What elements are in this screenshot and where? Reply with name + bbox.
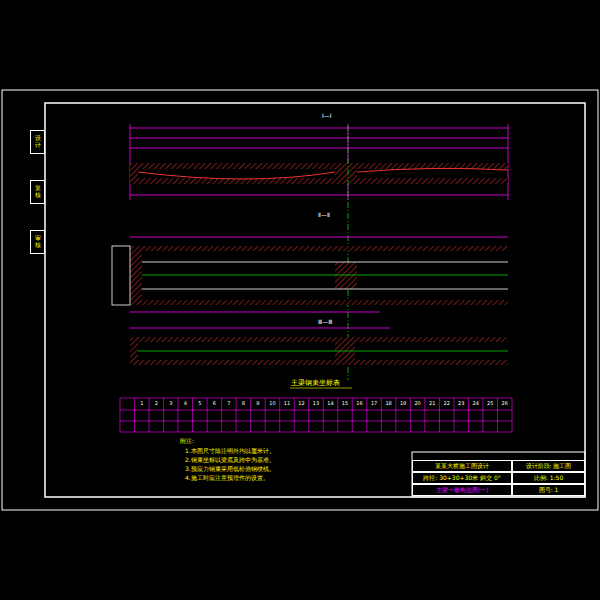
- section-title: Ⅰ—Ⅰ: [322, 113, 332, 119]
- signature-cell: 复核: [30, 180, 45, 204]
- table-rule: [221, 398, 222, 432]
- table-rule: [207, 398, 208, 432]
- table-cell: 21: [429, 401, 435, 406]
- table-cell: 9: [256, 401, 259, 406]
- table-rule: [308, 398, 309, 432]
- note-text: 4.施工时应注意预埋件的设置。: [185, 475, 269, 481]
- note-text: 3.预应力钢束采用低松弛钢绞线。: [185, 466, 275, 472]
- cell-text: 跨径: 30+30+30米 斜交 0°: [423, 475, 501, 482]
- table-rule: [250, 398, 251, 432]
- table-cell: 11: [284, 401, 290, 406]
- table-cell: 18: [385, 401, 391, 406]
- table-rule: [192, 398, 193, 432]
- signature-cell: 审核: [30, 230, 45, 254]
- cell-text: 审核: [35, 235, 41, 248]
- title-block-cell: 某某大桥施工图设计: [412, 460, 512, 472]
- cell-text: 某某大桥施工图设计: [435, 463, 489, 470]
- table-rule: [352, 398, 353, 432]
- table-cell: 10: [269, 401, 275, 406]
- table-cell: 14: [327, 401, 333, 406]
- table-rule: [468, 398, 469, 432]
- signature-cell: 设计: [30, 130, 45, 154]
- table-rule: [497, 398, 498, 432]
- section-title: Ⅱ—Ⅱ: [318, 212, 330, 218]
- cell-text: 主梁一般构造图(一): [436, 487, 489, 494]
- title-block-cell: 图号: 1: [512, 484, 585, 496]
- table-rule: [236, 398, 237, 432]
- table-rule: [439, 398, 440, 432]
- table-cell: 13: [313, 401, 319, 406]
- table-rule: [323, 398, 324, 432]
- table-cell: 2: [155, 401, 158, 406]
- title-block-cell: 跨径: 30+30+30米 斜交 0°: [412, 472, 512, 484]
- table-rule: [134, 398, 135, 432]
- title-block-cell: 主梁一般构造图(一): [412, 484, 512, 496]
- table-rule: [337, 398, 338, 432]
- table-cell: 16: [356, 401, 362, 406]
- title-block-cell: 设计阶段: 施工图: [512, 460, 585, 472]
- cell-text: 图号: 1: [539, 487, 559, 494]
- table-cell: 15: [342, 401, 348, 406]
- table-rule: [178, 398, 179, 432]
- table-cell: 20: [414, 401, 420, 406]
- table-rule: [120, 410, 512, 411]
- table-rule: [482, 398, 483, 432]
- cell-text: 设计阶段: 施工图: [526, 463, 572, 470]
- table-cell: 22: [443, 401, 449, 406]
- section-title: Ⅲ—Ⅲ: [318, 319, 332, 325]
- table-rule: [294, 398, 295, 432]
- table-title: 主梁钢束坐标表: [291, 380, 340, 387]
- table-rule: [366, 398, 367, 432]
- table-cell: 25: [487, 401, 493, 406]
- table-cell: 3: [169, 401, 172, 406]
- table-cell: 1: [140, 401, 143, 406]
- table-rule: [163, 398, 164, 432]
- cell-text: 复核: [35, 185, 41, 198]
- title-block-cell: 比例: 1:50: [512, 472, 585, 484]
- cell-text: 比例: 1:50: [534, 475, 563, 482]
- table-cell: 4: [184, 401, 187, 406]
- table-rule: [512, 398, 513, 432]
- table-cell: 7: [227, 401, 230, 406]
- note-text: 附注:: [180, 438, 194, 444]
- table-rule: [120, 432, 512, 433]
- table-rule: [265, 398, 266, 432]
- note-text: 1.本图尺寸除注明外均以厘米计。: [185, 448, 275, 454]
- table-rule: [410, 398, 411, 432]
- note-text: 2.钢束坐标以梁底及跨中为基准。: [185, 457, 275, 463]
- table-cell: 8: [242, 401, 245, 406]
- cell-text: 设计: [35, 135, 41, 148]
- table-rule: [453, 398, 454, 432]
- table-rule: [149, 398, 150, 432]
- table-rule: [120, 398, 512, 399]
- table-cell: 26: [502, 401, 508, 406]
- table-rule: [395, 398, 396, 432]
- table-cell: 19: [400, 401, 406, 406]
- table-cell: 6: [213, 401, 216, 406]
- table-cell: 24: [473, 401, 479, 406]
- table-cell: 23: [458, 401, 464, 406]
- table-rule: [120, 398, 121, 432]
- table-rule: [381, 398, 382, 432]
- table-cell: 17: [371, 401, 377, 406]
- table-rule: [424, 398, 425, 432]
- table-rule: [279, 398, 280, 432]
- table-rule: [120, 421, 512, 422]
- table-cell: 5: [198, 401, 201, 406]
- table-cell: 12: [298, 401, 304, 406]
